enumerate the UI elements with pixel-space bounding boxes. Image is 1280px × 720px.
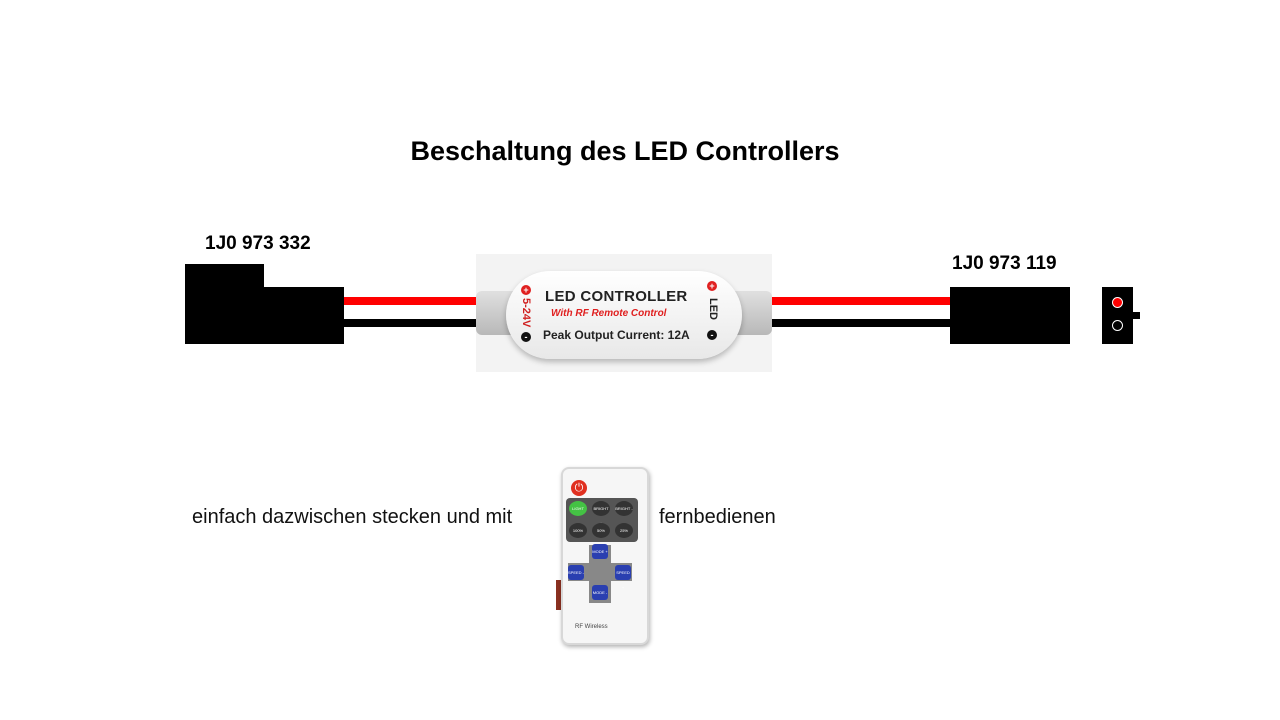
remote-button-25: 25% (615, 523, 633, 538)
remote-button-100: 100% (569, 523, 587, 538)
left-connector-tab (185, 264, 264, 288)
output-plus-terminal: + (707, 281, 717, 291)
left-connector-body (185, 287, 344, 344)
right-connector-body (950, 287, 1070, 344)
output-minus-terminal: - (707, 330, 717, 340)
caption-after: fernbedienen (659, 506, 776, 528)
remote-button-light: LIGHT (569, 501, 587, 516)
left-connector-part-number: 1J0 973 332 (205, 233, 311, 254)
controller-housing (506, 271, 742, 359)
remote-button-mode-down: MODE - (592, 585, 608, 600)
remote-button-50: 50% (592, 523, 610, 538)
wire-positive-left (344, 297, 476, 305)
controller-subheading: With RF Remote Control (551, 308, 667, 319)
input-plus-terminal: + (521, 285, 531, 295)
remote-button-mode-up: MODE + (592, 544, 608, 559)
output-led-label: LED (707, 298, 719, 320)
wire-negative-left (344, 319, 476, 327)
wire-positive-right (772, 297, 950, 305)
power-icon: ⏻ (571, 480, 587, 496)
pin-negative-icon (1112, 320, 1123, 331)
controller-heading: LED CONTROLLER (545, 288, 688, 305)
remote-button-speed-left: SPEED - (568, 565, 584, 580)
controller-peak-current: Peak Output Current: 12A (543, 328, 690, 342)
connector-pin-view-latch (1133, 312, 1140, 319)
connector-pin-view (1102, 287, 1133, 344)
remote-button-speed-right: SPEED + (615, 565, 631, 590)
diagram-title: Beschaltung des LED Controllers (410, 136, 840, 166)
caption-before: einfach dazwischen stecken und mit (192, 506, 513, 528)
input-voltage-label: 5-24V (520, 298, 532, 328)
remote-shadow-edge (556, 580, 562, 610)
pin-positive-icon (1112, 297, 1123, 308)
remote-footer-label: RF Wireless (575, 624, 608, 630)
remote-button-bright-minus: BRIGHT - (615, 501, 633, 516)
wire-negative-right (772, 319, 950, 327)
input-minus-terminal: - (521, 332, 531, 342)
right-connector-part-number: 1J0 973 119 (952, 253, 1057, 274)
remote-button-bright-plus: BRIGHT + (592, 501, 610, 526)
